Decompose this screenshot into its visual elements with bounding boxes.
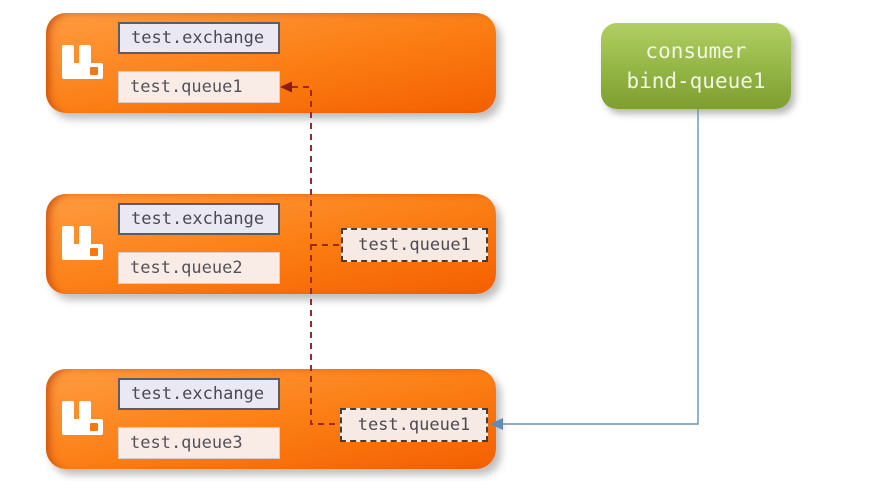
rabbitmq-icon [62, 45, 103, 79]
exchange-label: test.exchange [118, 22, 280, 54]
ghost-queue-label: test.queue1 [358, 235, 471, 255]
queue-label: test.queue2 [118, 252, 280, 284]
queue-label: test.queue3 [118, 427, 280, 459]
rabbitmq-icon [62, 401, 103, 435]
exchange-label: test.exchange [118, 203, 280, 235]
broker-node-3: test.exchange test.queue3 [46, 369, 496, 469]
exchange-label: test.exchange [118, 378, 280, 410]
queue-label: test.queue1 [118, 71, 280, 103]
consumer-line1: consumer [645, 38, 747, 63]
consumer-line2: bind-queue1 [626, 69, 766, 93]
ghost-queue-box-middle: test.queue1 [341, 228, 488, 262]
consume-connector [502, 109, 699, 425]
consumer-node: consumer bind-queue1 [601, 23, 791, 109]
broker-node-2: test.exchange test.queue2 [46, 194, 496, 294]
broker-node-1: test.exchange test.queue1 [46, 13, 496, 113]
rabbitmq-icon [62, 226, 103, 260]
ghost-queue-label: test.queue1 [357, 415, 471, 435]
ghost-queue-box-bottom: test.queue1 [340, 408, 488, 442]
